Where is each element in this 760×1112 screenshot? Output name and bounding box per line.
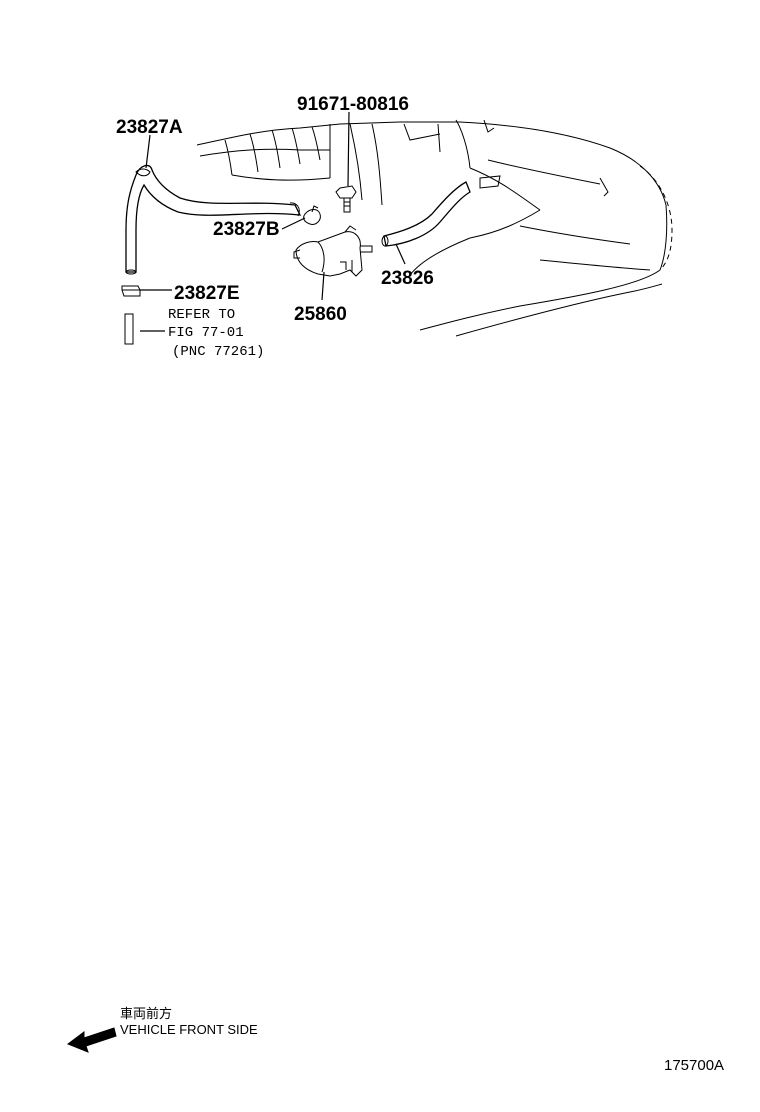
ref-hose-segment [124,313,165,345]
label-23826: 23826 [381,268,434,289]
hose-23827A [125,164,302,275]
reference-line-2: FIG 77-01 [168,325,244,341]
engine-manifold-outline [196,119,673,337]
bolt-91671-80816 [335,185,357,213]
left-arrow-icon [66,1027,117,1053]
direction-label-japanese: 車両前方 [120,1007,173,1022]
label-91671-80816: 91671-80816 [297,94,409,115]
reference-line-3: (PNC 77261) [172,344,264,360]
clamp-23827B [303,205,321,225]
reference-line-1: REFER TO [168,307,235,323]
label-23827E: 23827E [174,283,240,304]
valve-25860 [293,225,373,277]
label-25860: 25860 [294,304,347,325]
label-23827B: 23827B [213,219,280,240]
cap-23827E [121,285,172,297]
figure-code: 175700A [664,1057,725,1074]
direction-label-english: VEHICLE FRONT SIDE [120,1022,258,1037]
label-23827A: 23827A [116,117,183,138]
hose-23826 [381,181,471,247]
leader-lines [145,111,406,301]
